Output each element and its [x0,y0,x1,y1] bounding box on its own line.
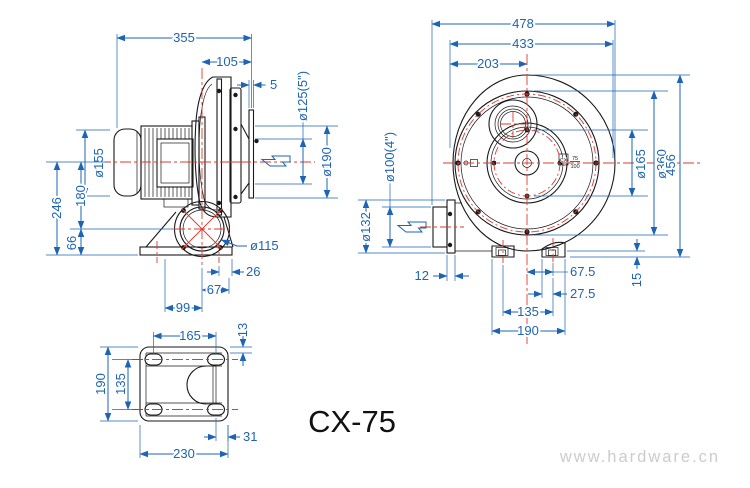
dim-side-outlet-bore: ø125(5") [295,71,310,121]
dim-side-slot-to-edge: 26 [246,264,260,279]
dim-side-inlet-bore: ø115 [250,238,279,253]
nameplate-brand: CX [560,158,568,164]
dim-front-total-height: 456 [663,154,678,176]
dim-base-slot-span-x: 165 [179,328,201,343]
dim-front-flange-thickness: 12 [415,268,429,283]
dim-base-plate-width: 230 [173,446,195,461]
base-view: 165 13 190 135 230 31 [91,321,259,463]
dim-front-body-width: 433 [512,36,534,51]
flow-direction-icon [396,221,427,233]
base-plate [139,346,229,422]
base-centerlines [132,359,238,410]
flow-direction-icon [260,155,291,167]
nameplate-model-top: 75 [572,156,578,162]
dim-front-slot-spacing: 135 [517,304,539,319]
base-dimensions: 165 13 190 135 230 31 [91,321,259,463]
mounting-feet [491,241,566,258]
dim-side-outlet-flange: ø190 [319,147,334,177]
dim-front-total-width: 478 [512,16,534,31]
watermark: www.hardware.cn [559,448,720,466]
side-dimensions: 355 105 5 ø125(5") ø190 ø155 246 180 66 [46,28,338,317]
dim-front-edge-to-center: 203 [477,56,499,71]
dim-side-slot-to-center: 99 [176,300,190,315]
front-view: CX 75 100 478 433 203 [356,14,702,344]
dim-base-slot-to-edge: 31 [243,429,257,444]
motor [113,116,206,210]
nameplate-model-bottom: 100 [571,164,580,170]
dim-side-center-to-inlet: 180 [73,185,88,207]
dim-side-center-to-outlet: 105 [216,54,238,69]
nameplate: CX 75 100 [558,153,580,171]
side-base [139,211,234,256]
side-centerlines [100,68,315,268]
dim-side-flange-thickness: 5 [270,77,277,92]
dim-front-bolt-circle: ø360 [654,149,669,179]
dim-front-foot-span: 190 [517,323,539,338]
dim-base-slot-span-y: 135 [113,373,128,395]
front-dimensions: 478 433 203 ø100(4") ø132 12 ø165 ø360 [356,14,690,340]
dim-base-edge-to-slot-top: 13 [235,323,250,337]
model-title: CX-75 [308,404,396,439]
dim-front-outlet-flange: ø132 [358,212,373,242]
dim-base-plate-depth: 190 [93,373,108,395]
dim-front-foot-height: 15 [629,273,644,287]
side-view: 355 105 5 ø125(5") ø190 ø155 246 180 66 [46,28,338,317]
outlet-duct [432,199,492,254]
dim-front-center-to-slot: 67.5 [570,264,595,279]
front-centerlines [420,54,702,344]
dim-side-inlet-height: 66 [64,236,79,250]
dim-front-outlet-bore: ø100(4") [382,132,397,182]
dim-side-motor-diameter: ø155 [91,148,106,178]
dim-front-hub-circle: ø165 [633,149,648,179]
dim-front-edge-to-slot: 27.5 [570,286,595,301]
dim-side-center-height: 246 [49,197,64,219]
dim-side-center-to-edge: 67 [207,282,221,297]
dim-side-total-width: 355 [173,30,195,45]
